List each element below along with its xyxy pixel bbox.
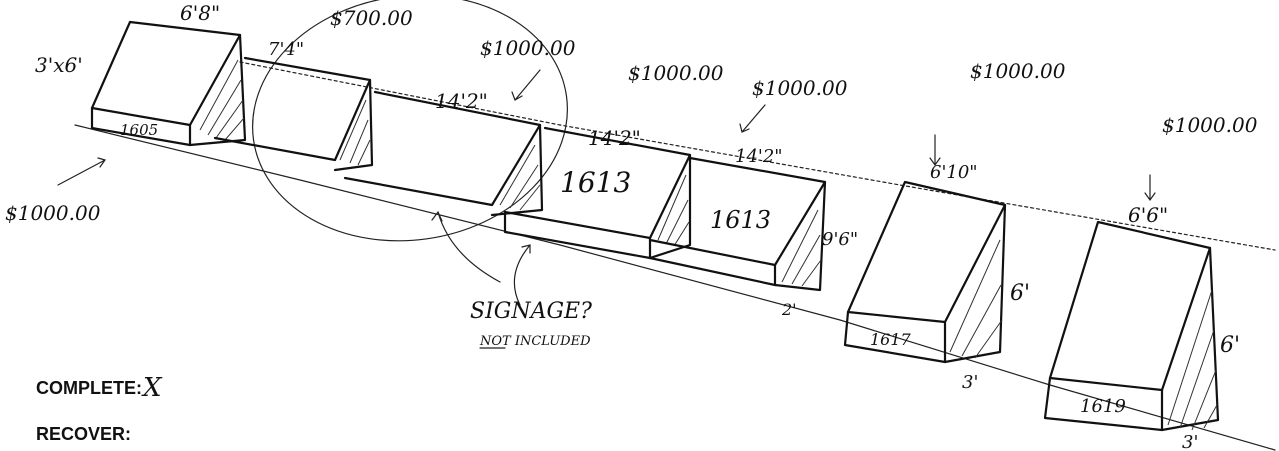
label-dim-6-8: 6'8" xyxy=(180,1,220,25)
awning-5 xyxy=(648,156,827,292)
complete-mark: X xyxy=(141,373,163,403)
awning-1 xyxy=(90,20,247,147)
label-dim-3-a: 3' xyxy=(962,372,978,393)
label-dim-3-b: 3' xyxy=(1182,432,1198,451)
awning-6 xyxy=(843,180,1007,364)
ground-line xyxy=(74,61,1276,451)
label-price-left: $1000.00 xyxy=(5,201,101,225)
circle-mark xyxy=(252,0,568,242)
label-sign-1613-a: 1613 xyxy=(560,166,631,199)
complete-label: COMPLETE: xyxy=(36,378,142,398)
label-dim-14-2-c: 14'2" xyxy=(735,146,783,167)
label-dim-3x6: 3'x6' xyxy=(35,53,83,77)
awning-2 xyxy=(213,56,374,172)
label-price-1000-a: $1000.00 xyxy=(480,36,576,60)
label-dim-6-10: 6'10" xyxy=(930,162,978,183)
label-price-700: $700.00 xyxy=(330,6,413,30)
label-price-1000-c: $1000.00 xyxy=(752,76,848,100)
label-sign-1619: 1619 xyxy=(1080,396,1126,417)
sketch-labels: 3'x6' 6'8" $700.00 7'4" $1000.00 14'2" $… xyxy=(5,1,1258,451)
label-dim-14-2-b: 14'2" xyxy=(588,126,641,150)
label-dim-9-6: 9'6" xyxy=(822,229,858,250)
label-dim-6-b: 6' xyxy=(1220,333,1240,358)
form-fields: COMPLETE: X RECOVER: xyxy=(36,373,163,444)
label-signage: SIGNAGE? xyxy=(470,299,592,324)
label-dim-6-a: 6' xyxy=(1010,281,1030,306)
recover-label: RECOVER: xyxy=(36,424,131,444)
label-dim-14-2-a: 14'2" xyxy=(435,89,488,113)
label-dim-6-6: 6'6" xyxy=(1128,203,1168,227)
label-price-1000-d: $1000.00 xyxy=(970,59,1066,83)
label-dim-2: 2' xyxy=(781,300,797,319)
label-sign-1617: 1617 xyxy=(870,330,912,349)
awning-7 xyxy=(1043,220,1220,432)
arrows xyxy=(57,69,1156,306)
awning-3 xyxy=(343,90,544,217)
label-price-1000-e: $1000.00 xyxy=(1162,113,1258,137)
label-not-included: NOT INCLUDED xyxy=(479,334,591,349)
label-sign-1605: 1605 xyxy=(120,121,158,139)
awning-4 xyxy=(503,126,692,260)
label-dim-7-4: 7'4" xyxy=(268,39,304,60)
label-price-1000-b: $1000.00 xyxy=(628,61,724,85)
label-sign-1613-b: 1613 xyxy=(710,206,771,234)
